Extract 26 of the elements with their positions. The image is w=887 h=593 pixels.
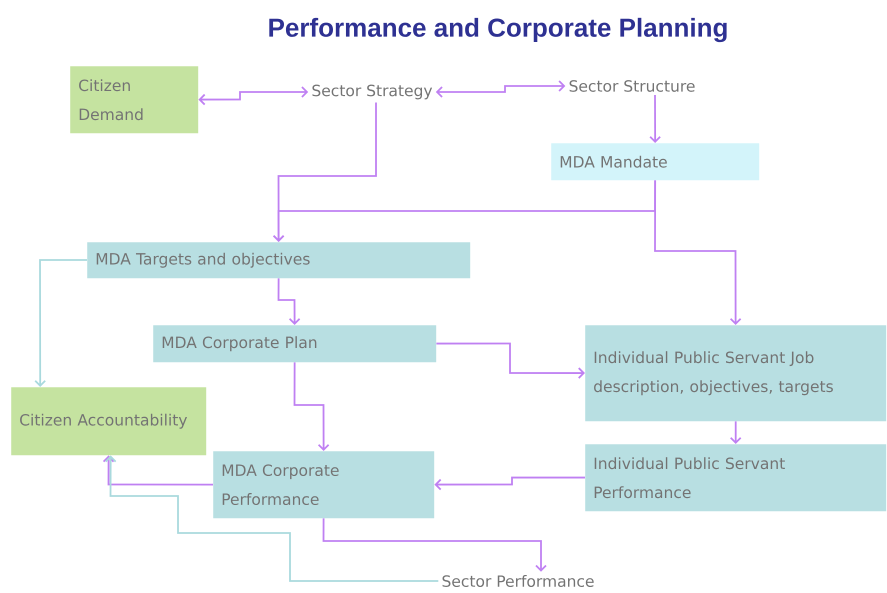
process-box: MDA Mandate <box>551 143 760 180</box>
arrow <box>272 180 656 242</box>
text-label: Sector Performance <box>442 575 594 587</box>
arrow <box>436 80 566 98</box>
arrow <box>34 259 87 387</box>
title: Performance and Corporate Planning <box>269 18 727 42</box>
process-box: Individual Public Servant Performance <box>585 444 886 512</box>
arrow <box>436 342 585 379</box>
arrow <box>434 476 585 490</box>
text-label: Sector Structure <box>570 80 695 92</box>
arrow <box>730 421 742 444</box>
process-box: Citizen Accountability <box>11 387 206 456</box>
process-box: MDA Corporate Performance <box>213 451 434 518</box>
arrow <box>278 278 300 325</box>
arrow <box>102 455 213 486</box>
arrow <box>294 362 330 451</box>
process-box: MDA Targets and objectives <box>87 242 470 278</box>
arrow <box>650 95 661 143</box>
arrow <box>198 86 308 106</box>
process-box: Citizen Demand <box>70 66 198 134</box>
text-label: Sector Strategy <box>312 84 432 100</box>
arrow <box>322 518 547 572</box>
arrow <box>105 455 438 582</box>
process-box: Individual Public Servant Job description, objectives, targets <box>585 325 886 422</box>
process-box: MDA Corporate Plan <box>153 325 436 362</box>
arrow <box>654 180 742 325</box>
